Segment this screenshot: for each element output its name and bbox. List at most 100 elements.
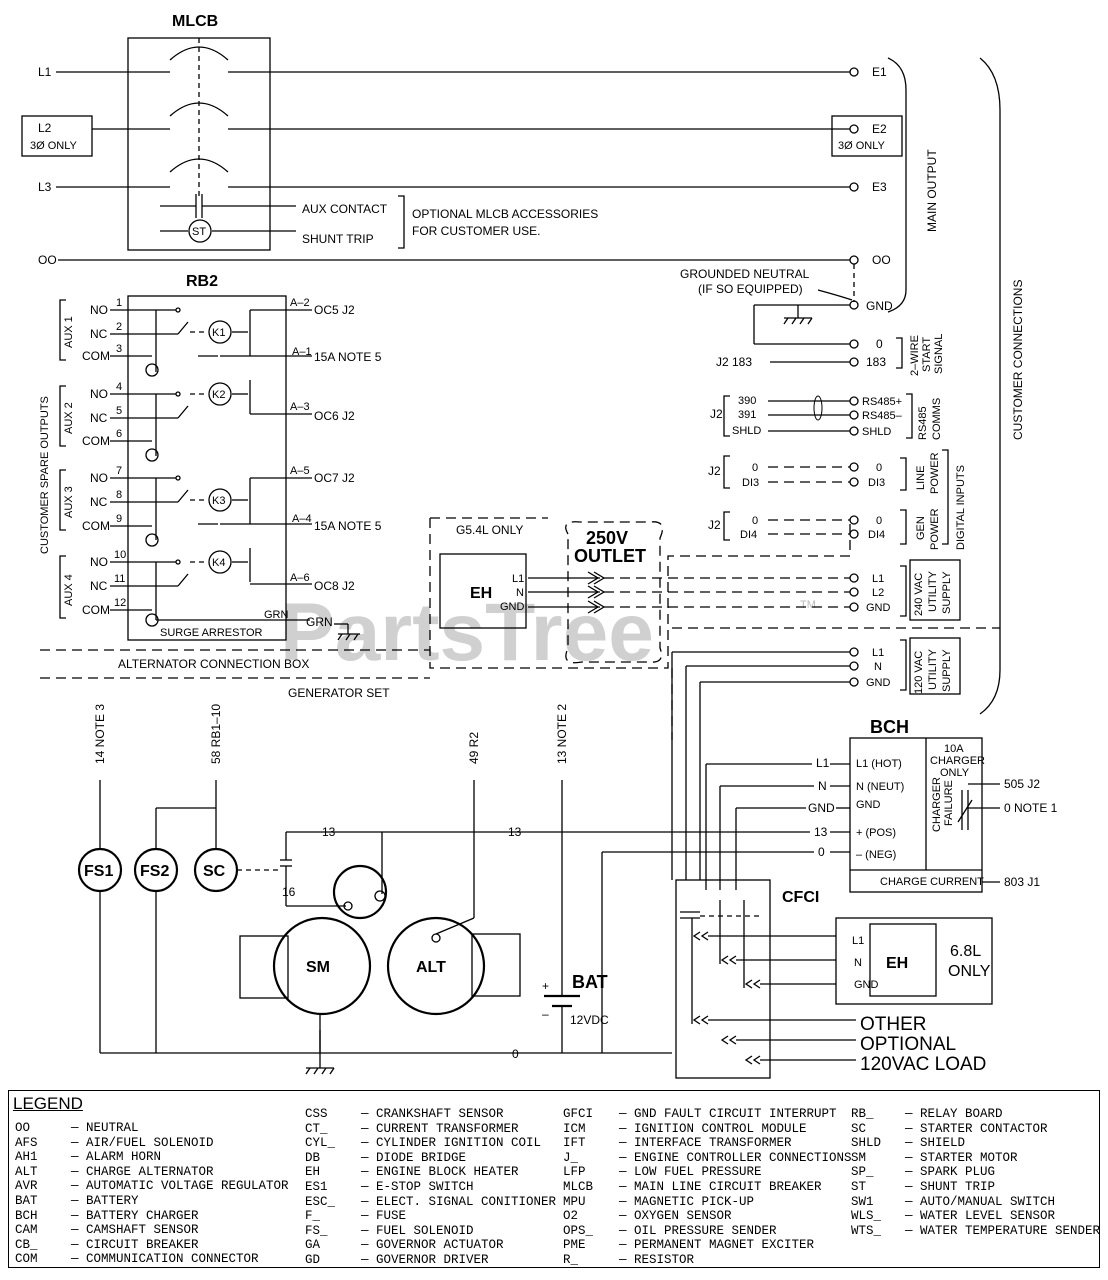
legend-description: — AUTOMATIC VOLTAGE REGULATOR bbox=[71, 1179, 289, 1194]
g54l-label: G5.4L ONLY bbox=[456, 523, 523, 537]
svg-text:SIGNAL: SIGNAL bbox=[933, 334, 945, 374]
svg-text:AUX 1: AUX 1 bbox=[63, 316, 75, 348]
svg-text:GND: GND bbox=[808, 801, 835, 815]
legend-code: SW1 bbox=[851, 1194, 874, 1209]
legend-entry: FS_— FUEL SOLENOID bbox=[305, 1224, 556, 1239]
battery-volts: 12VDC bbox=[570, 1013, 609, 1027]
svg-text:COMMS: COMMS bbox=[931, 398, 943, 440]
legend-code: COM bbox=[15, 1252, 38, 1267]
aux-2-group: AUX 2 NO NC COM 4 5 6 K2 A–3 OC6 J2 bbox=[59, 380, 355, 462]
svg-text:GEN: GEN bbox=[915, 516, 927, 540]
svg-text:0: 0 bbox=[876, 462, 882, 474]
svg-text:DI4: DI4 bbox=[740, 529, 757, 541]
mlcb-note-2: FOR CUSTOMER USE. bbox=[412, 224, 540, 238]
legend-description: — FUSE bbox=[361, 1209, 407, 1224]
svg-text:ONLY: ONLY bbox=[948, 963, 991, 980]
legend-code: ST bbox=[851, 1179, 867, 1194]
svg-text:+ (POS): + (POS) bbox=[856, 827, 896, 839]
svg-text:0: 0 bbox=[752, 462, 758, 474]
legend-title: LEGEND bbox=[13, 1094, 83, 1113]
legend-entry: IFT— INTERFACE TRANSFORMER bbox=[563, 1136, 852, 1151]
eh-g54l-box bbox=[439, 553, 527, 629]
l2-box bbox=[21, 115, 93, 157]
legend-entry: RB_— RELAY BOARD bbox=[851, 1107, 1100, 1122]
legend-code: DB bbox=[305, 1150, 321, 1165]
svg-text:AUX 2: AUX 2 bbox=[63, 402, 75, 434]
svg-text:A–1: A–1 bbox=[292, 346, 312, 358]
svg-text:5: 5 bbox=[116, 405, 122, 417]
line-l2-label: L2 bbox=[38, 121, 52, 135]
grn-label: GRN bbox=[306, 615, 333, 629]
legend-entry: WLS_— WATER LEVEL SENSOR bbox=[851, 1209, 1100, 1224]
legend-entry: EH— ENGINE BLOCK HEATER bbox=[305, 1165, 556, 1180]
aux-4-group: AUX 4 NO NC COM 10 11 12 K4 A–6 OC8 J2 bbox=[59, 548, 355, 627]
svg-text:10A: 10A bbox=[944, 743, 964, 755]
legend-description: — CYLINDER IGNITION COIL bbox=[361, 1136, 542, 1151]
eh-68l: EH bbox=[886, 955, 908, 972]
svg-text:0: 0 bbox=[818, 845, 825, 859]
svg-text:NC: NC bbox=[90, 495, 108, 509]
charge-alternator bbox=[386, 916, 486, 1016]
legend-description: — AUTO/MANUAL SWITCH bbox=[905, 1194, 1056, 1209]
legend-entry: OPS_— OIL PRESSURE SENDER bbox=[563, 1224, 852, 1239]
legend-entry: O2— OXYGEN SENSOR bbox=[563, 1209, 852, 1224]
legend-entry: R_— RESISTOR bbox=[563, 1253, 852, 1268]
svg-text:OC6 J2: OC6 J2 bbox=[314, 409, 355, 423]
svg-text:803 J1: 803 J1 bbox=[1004, 875, 1040, 889]
legend-entry: AVR— AUTOMATIC VOLTAGE REGULATOR bbox=[15, 1179, 289, 1194]
legend-entry: OO— NEUTRAL bbox=[15, 1121, 289, 1136]
legend-description: — WATER TEMPERATURE SENDER bbox=[905, 1223, 1101, 1238]
legend-code: ESC_ bbox=[305, 1194, 336, 1209]
legend-description: — LOW FUEL PRESSURE bbox=[619, 1165, 762, 1180]
svg-text:L1: L1 bbox=[872, 573, 884, 585]
wire-13-note: 13 NOTE 2 bbox=[555, 704, 569, 764]
start-j2-183: J2 183 bbox=[716, 355, 752, 369]
l2-three-phase: 3Ø ONLY bbox=[30, 140, 78, 152]
legend-description: — SHIELD bbox=[905, 1136, 966, 1151]
svg-text:0 NOTE 1: 0 NOTE 1 bbox=[1004, 801, 1058, 815]
svg-text:DI4: DI4 bbox=[868, 529, 885, 541]
svg-text:POWER: POWER bbox=[929, 508, 941, 550]
alternator-box-label: ALTERNATOR CONNECTION BOX bbox=[118, 657, 309, 671]
svg-text:120 VAC: 120 VAC bbox=[913, 651, 925, 694]
svg-text:K2: K2 bbox=[212, 389, 225, 401]
svg-text:UTILITY: UTILITY bbox=[927, 648, 939, 690]
svg-text:ALT: ALT bbox=[416, 959, 446, 976]
legend-entry: ALT — CHARGE ALTERNATOR bbox=[15, 1165, 289, 1180]
legend-description: — CURRENT TRANSFORMER bbox=[361, 1121, 519, 1136]
other-load-2: OPTIONAL bbox=[860, 1034, 956, 1055]
svg-text:0: 0 bbox=[752, 515, 758, 527]
shunt-trip-label: SHUNT TRIP bbox=[302, 232, 374, 246]
svg-text:7: 7 bbox=[116, 465, 122, 477]
svg-text:GND: GND bbox=[500, 601, 525, 613]
wire-13-a: 13 bbox=[322, 825, 336, 839]
svg-text:NC: NC bbox=[90, 411, 108, 425]
aux-contact-label: AUX CONTACT bbox=[302, 202, 388, 216]
rs485-j2: J2 bbox=[710, 407, 723, 421]
svg-text:K3: K3 bbox=[212, 495, 225, 507]
legend-entry: J_— ENGINE CONTROLLER CONNECTIONS bbox=[563, 1151, 852, 1166]
aux-3-group: AUX 3 NO NC COM 7 8 9 K3 A–5 OC7 J2 A–4 … bbox=[59, 465, 382, 547]
svg-text:N (NEUT): N (NEUT) bbox=[856, 781, 904, 793]
svg-text:START: START bbox=[921, 337, 933, 372]
svg-text:SHLD: SHLD bbox=[862, 426, 891, 438]
svg-text:A–5: A–5 bbox=[290, 465, 310, 477]
svg-text:3: 3 bbox=[116, 343, 122, 355]
other-load-3: 120VAC LOAD bbox=[860, 1054, 986, 1075]
svg-text:505 J2: 505 J2 bbox=[1004, 777, 1040, 791]
svg-text:CHARGER: CHARGER bbox=[931, 777, 943, 832]
svg-text:AUX 4: AUX 4 bbox=[63, 574, 75, 606]
legend-code: SM bbox=[851, 1150, 867, 1165]
legend-entry: CT_— CURRENT TRANSFORMER bbox=[305, 1122, 556, 1137]
legend-code: OO bbox=[15, 1121, 31, 1135]
start-0: 0 bbox=[876, 337, 883, 351]
legend-description: — IGNITION CONTROL MODULE bbox=[619, 1121, 807, 1136]
legend-description: — WATER LEVEL SENSOR bbox=[905, 1209, 1056, 1224]
legend-code: RB_ bbox=[851, 1107, 874, 1121]
vac120-box bbox=[909, 637, 961, 695]
legend-entry: ICM— IGNITION CONTROL MODULE bbox=[563, 1122, 852, 1137]
svg-text:2–WIRE: 2–WIRE bbox=[909, 335, 921, 376]
legend-description: — CHARGE ALTERNATOR bbox=[71, 1164, 214, 1179]
svg-text:391: 391 bbox=[738, 409, 756, 421]
legend-code: ALT bbox=[15, 1164, 38, 1179]
